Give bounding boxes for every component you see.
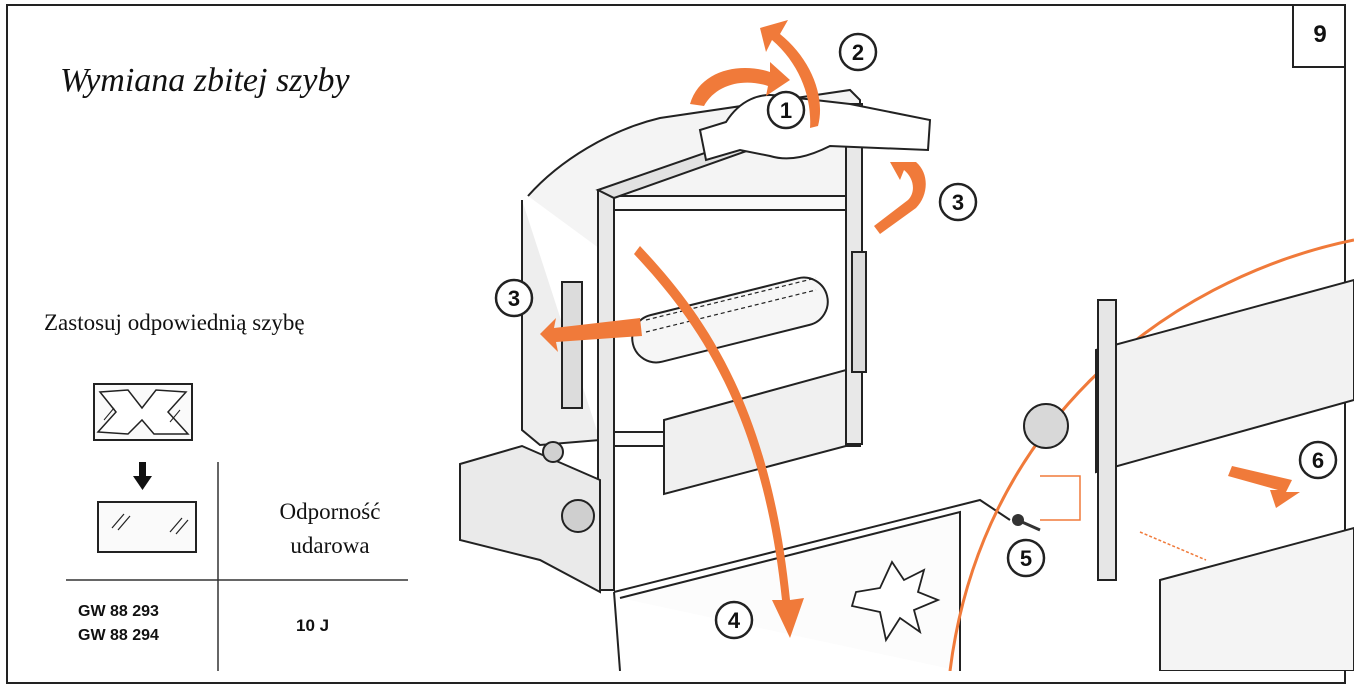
step-label-2: 2	[852, 40, 864, 65]
orange-arrows	[540, 20, 1300, 638]
step-label-6: 6	[1312, 448, 1324, 473]
step-label-3-right: 3	[952, 190, 964, 215]
step-marker-3-right	[938, 182, 978, 222]
step-callouts	[494, 32, 1338, 640]
step-label-5: 5	[1020, 546, 1032, 571]
page-title: Wymiana zbitej szyby	[60, 62, 350, 99]
step-label-1: 1	[780, 98, 792, 123]
step-marker-5	[1006, 538, 1046, 578]
step-marker-2	[838, 32, 878, 72]
glass-code-1: GW 88 293	[78, 603, 159, 620]
step-marker-1	[766, 90, 806, 130]
glass-codes: GW 88 293 GW 88 294	[78, 600, 159, 648]
glass-code-2: GW 88 294	[78, 627, 159, 644]
step-label-3-left: 3	[508, 286, 520, 311]
down-arrow-icon	[133, 462, 152, 490]
impact-energy: 10 J	[296, 616, 330, 635]
page-number: 9	[1292, 4, 1346, 68]
hand-outline	[698, 94, 932, 162]
floodlight-housing	[459, 88, 1011, 671]
new-glass-icon	[97, 501, 197, 553]
detail-zoom	[948, 238, 1354, 671]
glass-instruction: Zastosuj odpowiednią szybę	[44, 310, 305, 335]
step-marker-3-left	[494, 278, 534, 318]
screw-icon	[1012, 514, 1041, 532]
step-marker-4	[714, 600, 754, 640]
broken-glass-icon	[93, 383, 193, 441]
step-label-4: 4	[728, 608, 741, 633]
step-marker-6	[1298, 440, 1338, 480]
impact-resistance-label: Odporność udarowa	[279, 499, 381, 558]
broken-glass-shard	[850, 560, 941, 643]
